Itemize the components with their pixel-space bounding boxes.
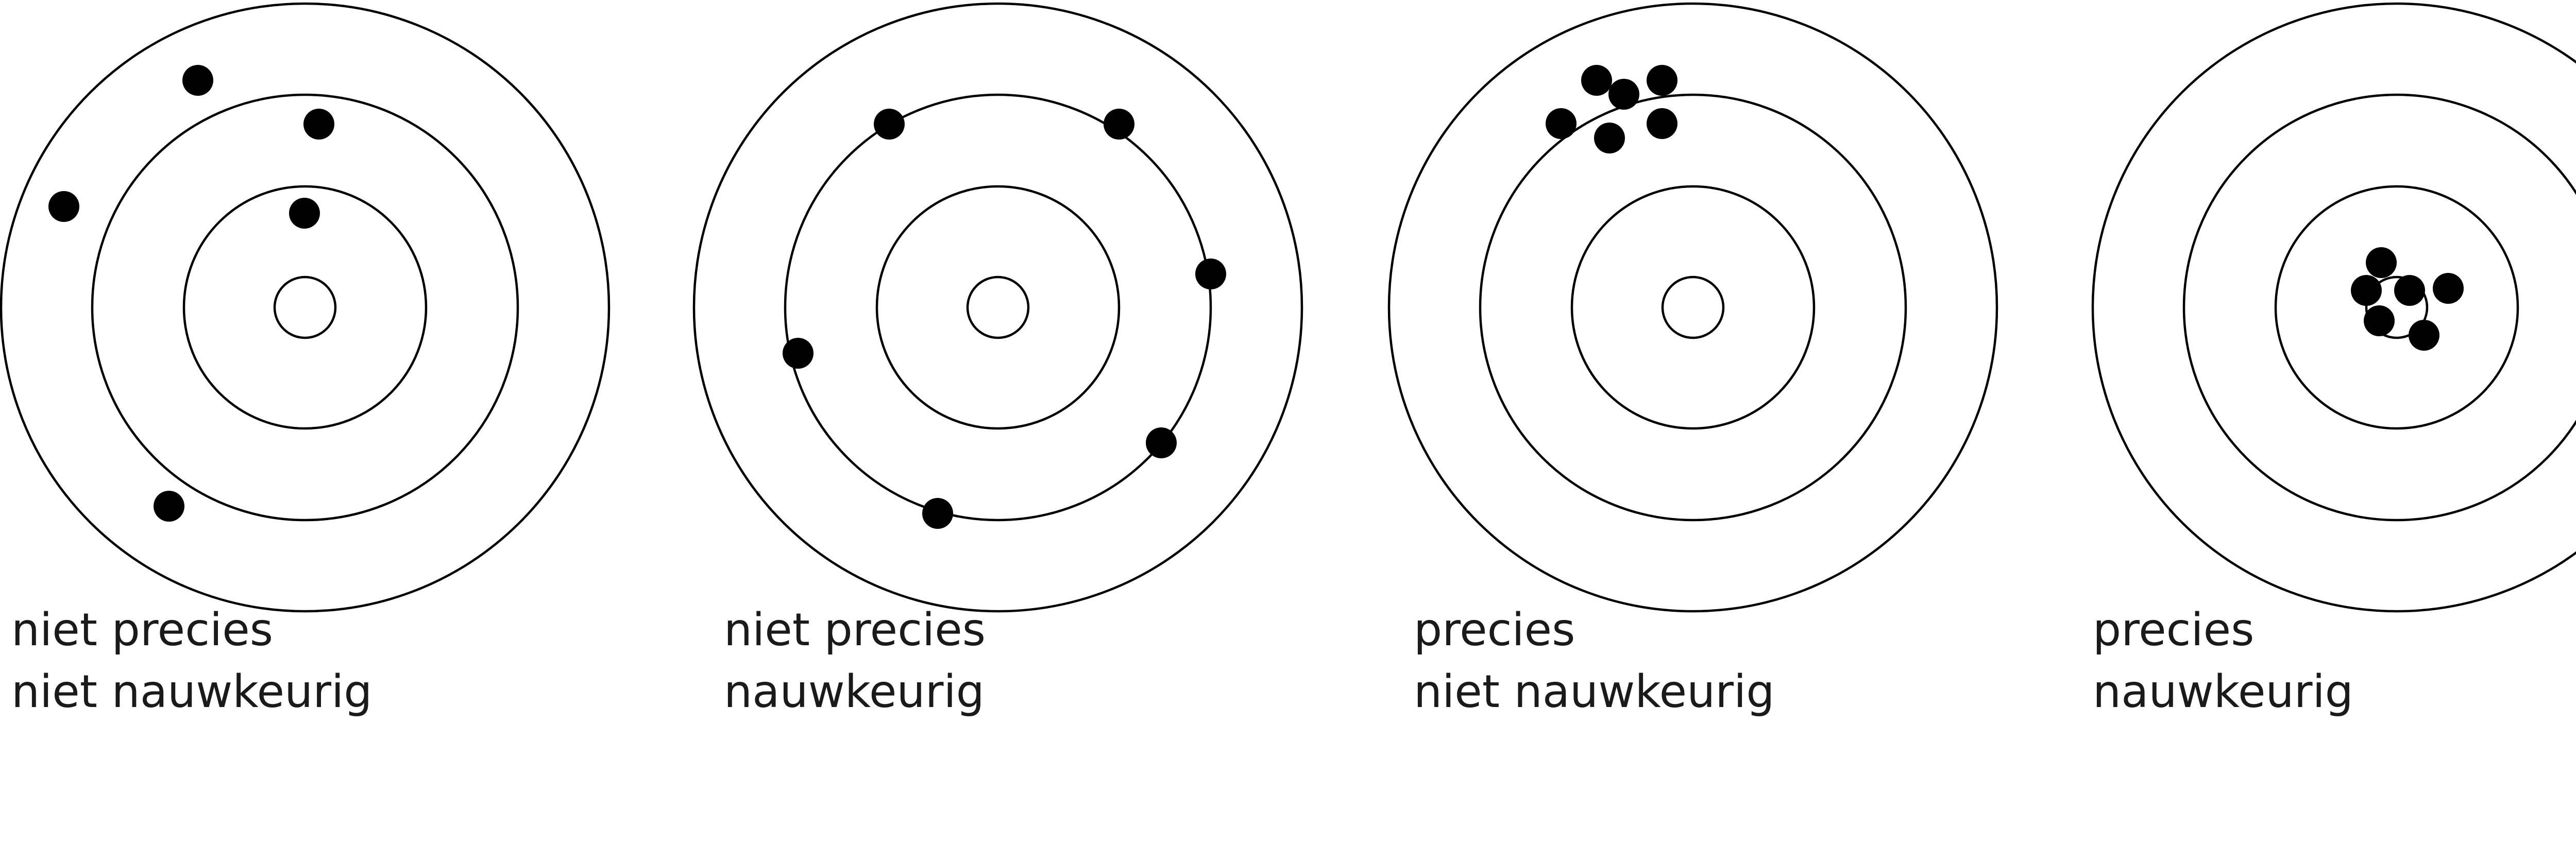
target-2-bullseye <box>966 275 1030 339</box>
target-2-hit <box>922 498 953 529</box>
target-3-hit <box>1581 65 1612 96</box>
target-3-hit <box>1608 79 1639 110</box>
target-3-inner-ring <box>1570 185 1816 430</box>
target-1 <box>0 2 611 613</box>
target-4-bullseye <box>2365 275 2429 339</box>
target-2-caption-line2: nauwkeurig <box>724 665 985 718</box>
target-4-caption: precies nauwkeurig <box>2093 599 2353 722</box>
target-1-caption-line1: niet precies <box>11 604 274 656</box>
target-4-hit <box>2394 275 2425 306</box>
target-4-hit <box>2433 273 2464 304</box>
target-4-inner-ring <box>2274 185 2519 430</box>
target-3-outer-ring <box>1387 2 1998 613</box>
target-4-hit <box>2366 247 2397 278</box>
target-1-outer-ring <box>0 2 611 613</box>
target-1-middle-ring <box>91 93 519 522</box>
target-2-caption: niet precies nauwkeurig <box>724 599 986 722</box>
target-4 <box>2091 2 2576 613</box>
target-3-hit <box>1546 108 1577 139</box>
target-1-caption-line2: niet nauwkeurig <box>11 665 372 718</box>
target-2-caption-line1: niet precies <box>724 604 986 656</box>
target-2-hit <box>874 109 905 140</box>
target-4-hit <box>2351 275 2382 306</box>
target-3-hit <box>1647 108 1677 139</box>
target-2-hit <box>1146 427 1177 458</box>
target-3-hit <box>1647 65 1677 96</box>
target-4-middle-ring <box>2182 93 2576 522</box>
target-4-caption-line1: precies <box>2093 604 2255 656</box>
target-2-inner-ring <box>875 185 1121 430</box>
target-2 <box>692 2 1303 613</box>
target-3 <box>1387 2 1998 613</box>
target-3-caption-line2: niet nauwkeurig <box>1414 665 1775 718</box>
target-3-bullseye <box>1661 275 1725 339</box>
target-1-hit <box>303 109 334 140</box>
target-1-hit <box>182 65 213 96</box>
target-2-hit <box>1195 259 1226 289</box>
target-1-caption: niet precies niet nauwkeurig <box>11 599 372 722</box>
target-3-hit <box>1594 123 1625 153</box>
target-2-hit <box>783 338 814 369</box>
target-4-caption-line2: nauwkeurig <box>2093 665 2353 718</box>
target-4-hit <box>2409 320 2439 351</box>
target-1-hit <box>154 491 184 522</box>
target-2-outer-ring <box>692 2 1303 613</box>
target-4-outer-ring <box>2091 2 2576 613</box>
target-3-caption: precies niet nauwkeurig <box>1414 599 1774 722</box>
target-3-caption-line1: precies <box>1414 604 1575 656</box>
target-4-hit <box>2364 305 2395 336</box>
target-1-bullseye <box>273 275 337 339</box>
target-1-hit <box>48 191 79 222</box>
target-2-middle-ring <box>784 93 1212 522</box>
target-2-hit <box>1104 109 1134 140</box>
target-1-hit <box>289 198 320 229</box>
target-3-middle-ring <box>1479 93 1907 522</box>
target-1-inner-ring <box>182 185 428 430</box>
